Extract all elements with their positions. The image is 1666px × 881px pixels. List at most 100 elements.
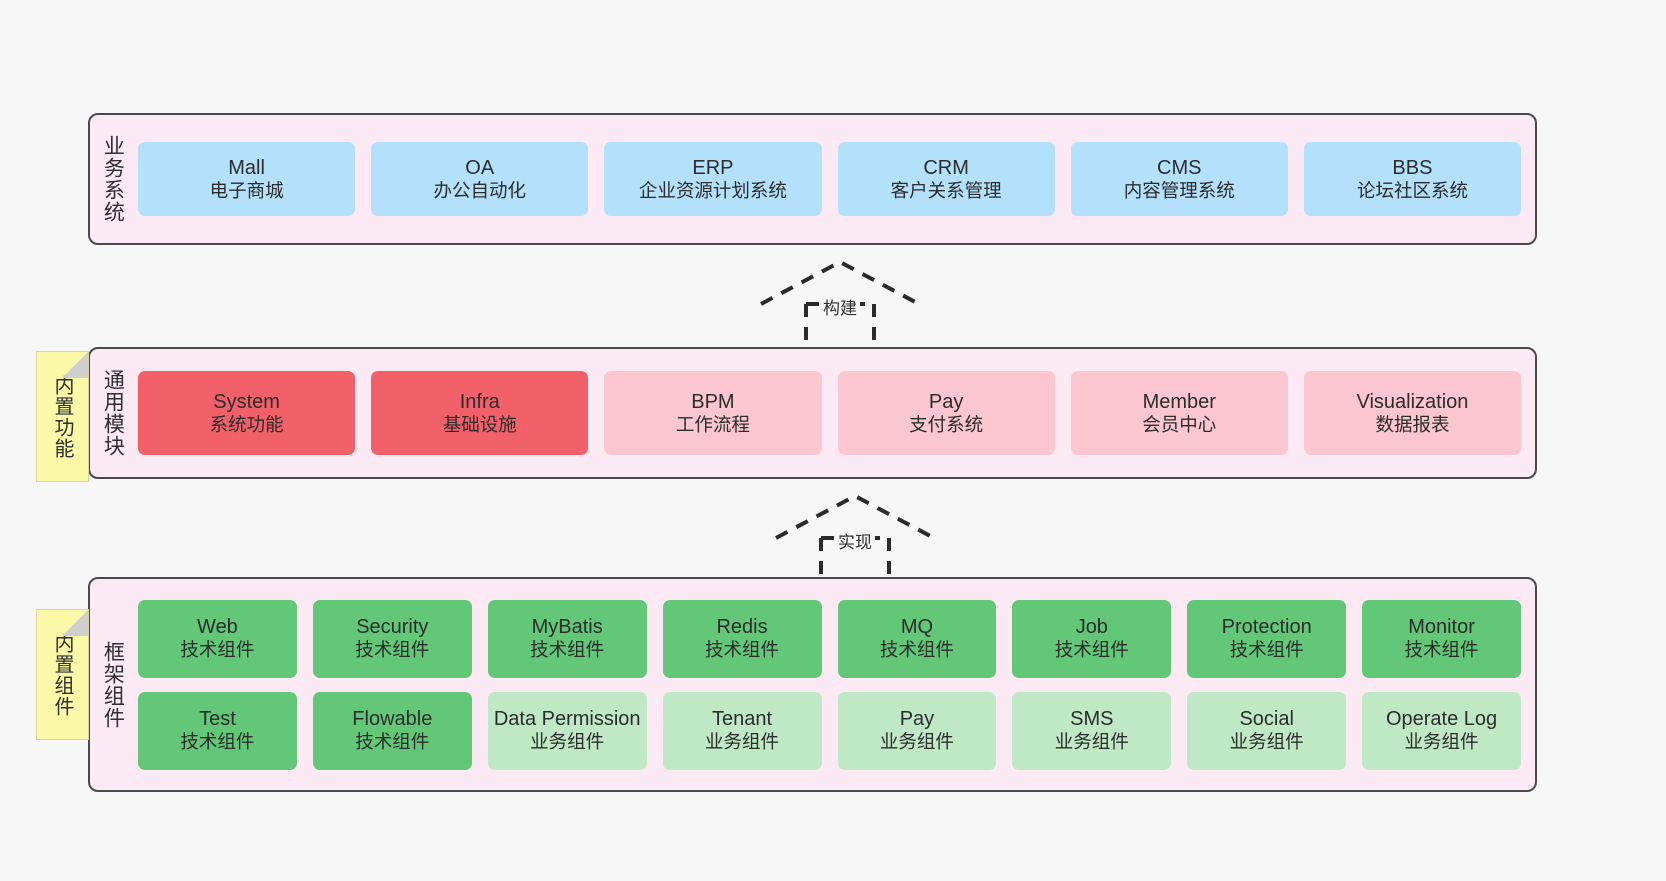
card-subtitle: 业务组件	[1404, 731, 1479, 753]
card-subtitle: 办公自动化	[433, 179, 527, 201]
card-subtitle: 技术组件	[705, 639, 780, 661]
card-monitor[interactable]: Monitor 技术组件	[1362, 599, 1521, 678]
card-sms[interactable]: SMS 业务组件	[1012, 691, 1172, 770]
layer-body-framework-component: Web 技术组件 Security 技术组件 MyBatis 技术组件 Redi…	[134, 579, 1535, 790]
card-title: Mall	[228, 156, 265, 179]
card-subtitle: 技术组件	[355, 731, 430, 753]
card-erp[interactable]: ERP 企业资源计划系统	[604, 142, 822, 216]
card-operate-log[interactable]: Operate Log 业务组件	[1362, 691, 1521, 770]
card-pay[interactable]: Pay 支付系统	[837, 371, 1055, 455]
card-title: SMS	[1070, 708, 1114, 731]
card-title: Pay	[899, 708, 935, 731]
card-mall[interactable]: Mall 电子商城	[138, 142, 356, 216]
card-subtitle: 技术组件	[1404, 639, 1479, 661]
card-title: ERP	[692, 156, 734, 179]
card-subtitle: 业务组件	[879, 731, 954, 753]
card-row: Test 技术组件 Flowable 技术组件 Data Permission …	[138, 691, 1521, 770]
card-title: Security	[356, 616, 429, 639]
card-subtitle: 企业资源计划系统	[638, 179, 787, 201]
sticky-note-label: 内置功能	[51, 374, 73, 459]
card-crm[interactable]: CRM 客户关系管理	[837, 142, 1055, 216]
card-title: Tenant	[712, 708, 773, 731]
card-title: BPM	[691, 390, 735, 413]
card-subtitle: 技术组件	[1229, 639, 1304, 661]
card-title: Job	[1075, 616, 1108, 639]
card-title: Member	[1142, 390, 1216, 413]
layer-body-common-module: System 系统功能 Infra 基础设施 BPM 工作流程 Pay 支付系统…	[134, 349, 1535, 477]
card-title: Monitor	[1408, 616, 1475, 639]
card-row: Mall 电子商城 OA 办公自动化 ERP 企业资源计划系统 CRM 客户关系…	[138, 142, 1522, 216]
card-subtitle: 数据报表	[1375, 413, 1450, 435]
card-subtitle: 工作流程	[675, 413, 750, 435]
card-social[interactable]: Social 业务组件	[1187, 691, 1347, 770]
card-mq[interactable]: MQ 技术组件	[837, 599, 997, 678]
card-web[interactable]: Web 技术组件	[138, 599, 297, 678]
arrow-implement: 实现	[770, 492, 940, 584]
card-title: BBS	[1392, 156, 1433, 179]
card-subtitle: 会员中心	[1142, 413, 1217, 435]
card-title: OA	[465, 156, 495, 179]
card-row: Web 技术组件 Security 技术组件 MyBatis 技术组件 Redi…	[138, 599, 1521, 678]
card-title: MyBatis	[531, 616, 603, 639]
layer-title-framework-component: 框架组件	[101, 640, 125, 729]
card-security[interactable]: Security 技术组件	[312, 599, 472, 678]
layer-framework-component: 框架组件 Web 技术组件 Security 技术组件 MyBatis 技术组件…	[88, 577, 1537, 792]
card-subtitle: 内容管理系统	[1123, 179, 1235, 201]
card-subtitle: 基础设施	[442, 413, 517, 435]
card-title: Infra	[459, 390, 500, 413]
card-subtitle: 业务组件	[1054, 731, 1129, 753]
layer-title-business-system: 业务系统	[101, 135, 125, 223]
card-subtitle: 技术组件	[530, 639, 605, 661]
card-title: Flowable	[352, 708, 433, 731]
layer-common-module: 通用模块 System 系统功能 Infra 基础设施 BPM 工作流程 Pay…	[88, 347, 1537, 479]
layer-title-common-module: 通用模块	[101, 369, 125, 457]
card-bpm[interactable]: BPM 工作流程	[604, 371, 822, 455]
card-subtitle: 业务组件	[530, 731, 605, 753]
card-subtitle: 客户关系管理	[890, 179, 1002, 201]
card-subtitle: 论坛社区系统	[1356, 179, 1468, 201]
card-title: MQ	[900, 616, 934, 639]
card-subtitle: 技术组件	[355, 639, 430, 661]
card-title: Visualization	[1356, 390, 1469, 413]
sticky-note-builtin-feature[interactable]: 内置功能	[36, 351, 89, 482]
card-subtitle: 系统功能	[209, 413, 284, 435]
card-data-permission[interactable]: Data Permission 业务组件	[487, 691, 647, 770]
card-title: CRM	[923, 156, 969, 179]
card-subtitle: 技术组件	[180, 731, 255, 753]
card-redis[interactable]: Redis 技术组件	[662, 599, 822, 678]
card-protection[interactable]: Protection 技术组件	[1187, 599, 1347, 678]
card-subtitle: 技术组件	[879, 639, 954, 661]
card-title: Test	[199, 708, 236, 731]
card-cms[interactable]: CMS 内容管理系统	[1070, 142, 1288, 216]
card-title: CMS	[1157, 156, 1202, 179]
card-tenant[interactable]: Tenant 业务组件	[662, 691, 822, 770]
card-visualization[interactable]: Visualization 数据报表	[1303, 371, 1522, 455]
card-test[interactable]: Test 技术组件	[138, 691, 297, 770]
card-infra[interactable]: Infra 基础设施	[371, 371, 589, 455]
sticky-note-label: 内置组件	[51, 632, 73, 717]
arrow-build: 构建	[755, 258, 925, 350]
card-subtitle: 支付系统	[909, 413, 984, 435]
arrow-implement-label: 实现	[835, 528, 875, 553]
card-title: Operate Log	[1385, 708, 1498, 731]
card-system[interactable]: System 系统功能	[138, 371, 356, 455]
card-flowable[interactable]: Flowable 技术组件	[312, 691, 472, 770]
card-title: Social	[1239, 708, 1294, 731]
layer-business-system: 业务系统 Mall 电子商城 OA 办公自动化 ERP 企业资源计划系统 CRM…	[88, 113, 1537, 245]
card-row: System 系统功能 Infra 基础设施 BPM 工作流程 Pay 支付系统…	[138, 371, 1522, 455]
card-subtitle: 业务组件	[705, 731, 780, 753]
card-title: Data Permission	[493, 708, 641, 731]
card-job[interactable]: Job 技术组件	[1012, 599, 1172, 678]
card-oa[interactable]: OA 办公自动化	[371, 142, 589, 216]
layer-body-business-system: Mall 电子商城 OA 办公自动化 ERP 企业资源计划系统 CRM 客户关系…	[134, 115, 1535, 243]
card-member[interactable]: Member 会员中心	[1070, 371, 1288, 455]
sticky-note-builtin-component[interactable]: 内置组件	[36, 609, 89, 740]
card-subtitle: 业务组件	[1229, 731, 1304, 753]
card-pay-business[interactable]: Pay 业务组件	[837, 691, 997, 770]
card-bbs[interactable]: BBS 论坛社区系统	[1303, 142, 1522, 216]
card-title: Web	[197, 616, 238, 639]
card-title: Redis	[716, 616, 768, 639]
card-mybatis[interactable]: MyBatis 技术组件	[487, 599, 647, 678]
card-title: System	[213, 390, 280, 413]
